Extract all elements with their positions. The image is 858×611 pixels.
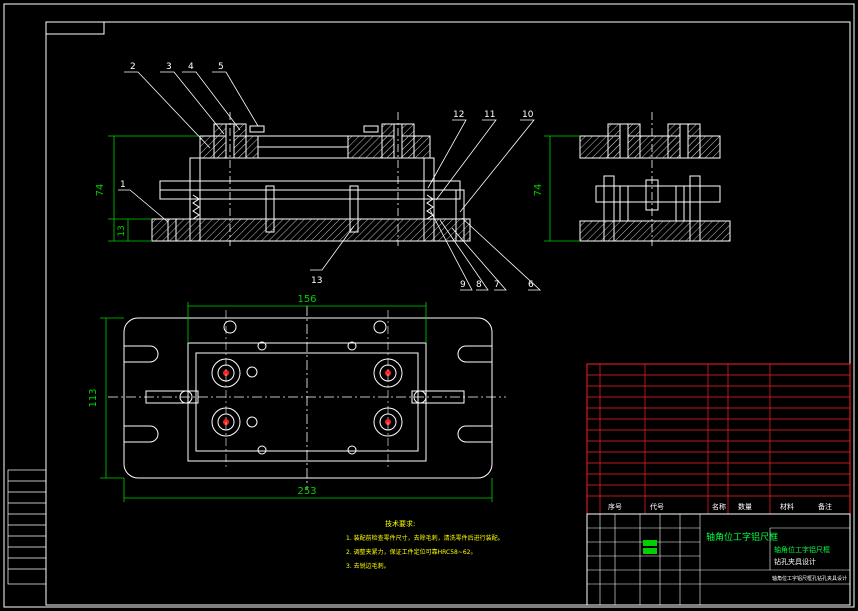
callout-12: 12 xyxy=(453,110,464,120)
col-label-name: 名称 xyxy=(712,502,726,511)
dimension-lines xyxy=(100,135,580,502)
corner-box xyxy=(45,21,105,35)
callout-9: 9 xyxy=(460,280,466,290)
callout-10: 10 xyxy=(522,110,534,120)
callout-11: 11 xyxy=(484,110,495,120)
technical-requirements: 技术要求: 1. 装配前检查零件尺寸，去除毛刺，清洗零件后进行装配。 2. 调整… xyxy=(346,519,504,570)
col-label-qty: 数量 xyxy=(738,502,752,511)
dim-plan-total: 253 xyxy=(297,486,316,497)
tech-req-title: 技术要求: xyxy=(385,519,415,528)
callout-1: 1 xyxy=(120,180,126,190)
callout-7: 7 xyxy=(494,280,500,290)
col-label-remark: 备注 xyxy=(818,502,832,511)
title-subtitle: 钻孔夹具设计 xyxy=(774,557,816,566)
callout-5: 5 xyxy=(218,62,224,72)
callout-4: 4 xyxy=(188,62,194,72)
dim-plan-height: 113 xyxy=(88,388,99,407)
side-view xyxy=(579,112,731,246)
col-label-material: 材料 xyxy=(780,502,794,511)
dim-front-height: 74 xyxy=(95,184,106,197)
tech-req-line-3: 3. 去锐边毛刺。 xyxy=(346,562,390,570)
outer-border xyxy=(3,3,855,608)
tech-req-line-1: 1. 装配前检查零件尺寸，去除毛刺，清洗零件后进行装配。 xyxy=(346,534,504,542)
title-school: 轴角位工字铝尺框孔钻孔夹具设计 xyxy=(772,575,847,582)
title-drawing-name: 轴角位工字铝尺框 xyxy=(774,545,830,554)
callout-2: 2 xyxy=(130,62,136,72)
col-label-code: 代号 xyxy=(650,502,664,511)
inner-border xyxy=(45,21,851,606)
callout-6: 6 xyxy=(528,280,534,290)
col-label-no: 序号 xyxy=(608,502,622,511)
plan-view xyxy=(108,306,506,490)
callout-13: 13 xyxy=(311,276,322,286)
title-header-name: 轴角位工字铝尺框 xyxy=(706,531,778,543)
callout-8: 8 xyxy=(476,280,482,290)
left-strip xyxy=(7,469,47,585)
dim-side-height: 74 xyxy=(533,184,544,197)
dim-front-base: 13 xyxy=(117,225,127,236)
dim-plan-width: 156 xyxy=(297,294,316,305)
tech-req-line-2: 2. 调整夹紧力，保证工件定位可靠HRC58~62。 xyxy=(346,548,477,556)
callout-leaders xyxy=(118,71,542,291)
parts-list: 序号 代号 名称 数量 材料 备注 xyxy=(586,363,851,515)
callout-3: 3 xyxy=(166,62,172,72)
title-block: 轴角位工字铝尺框 轴角位工字铝尺框 钻孔夹具设计 轴角位工字铝尺框孔钻孔夹具设计 xyxy=(586,513,851,606)
front-view xyxy=(151,112,471,246)
